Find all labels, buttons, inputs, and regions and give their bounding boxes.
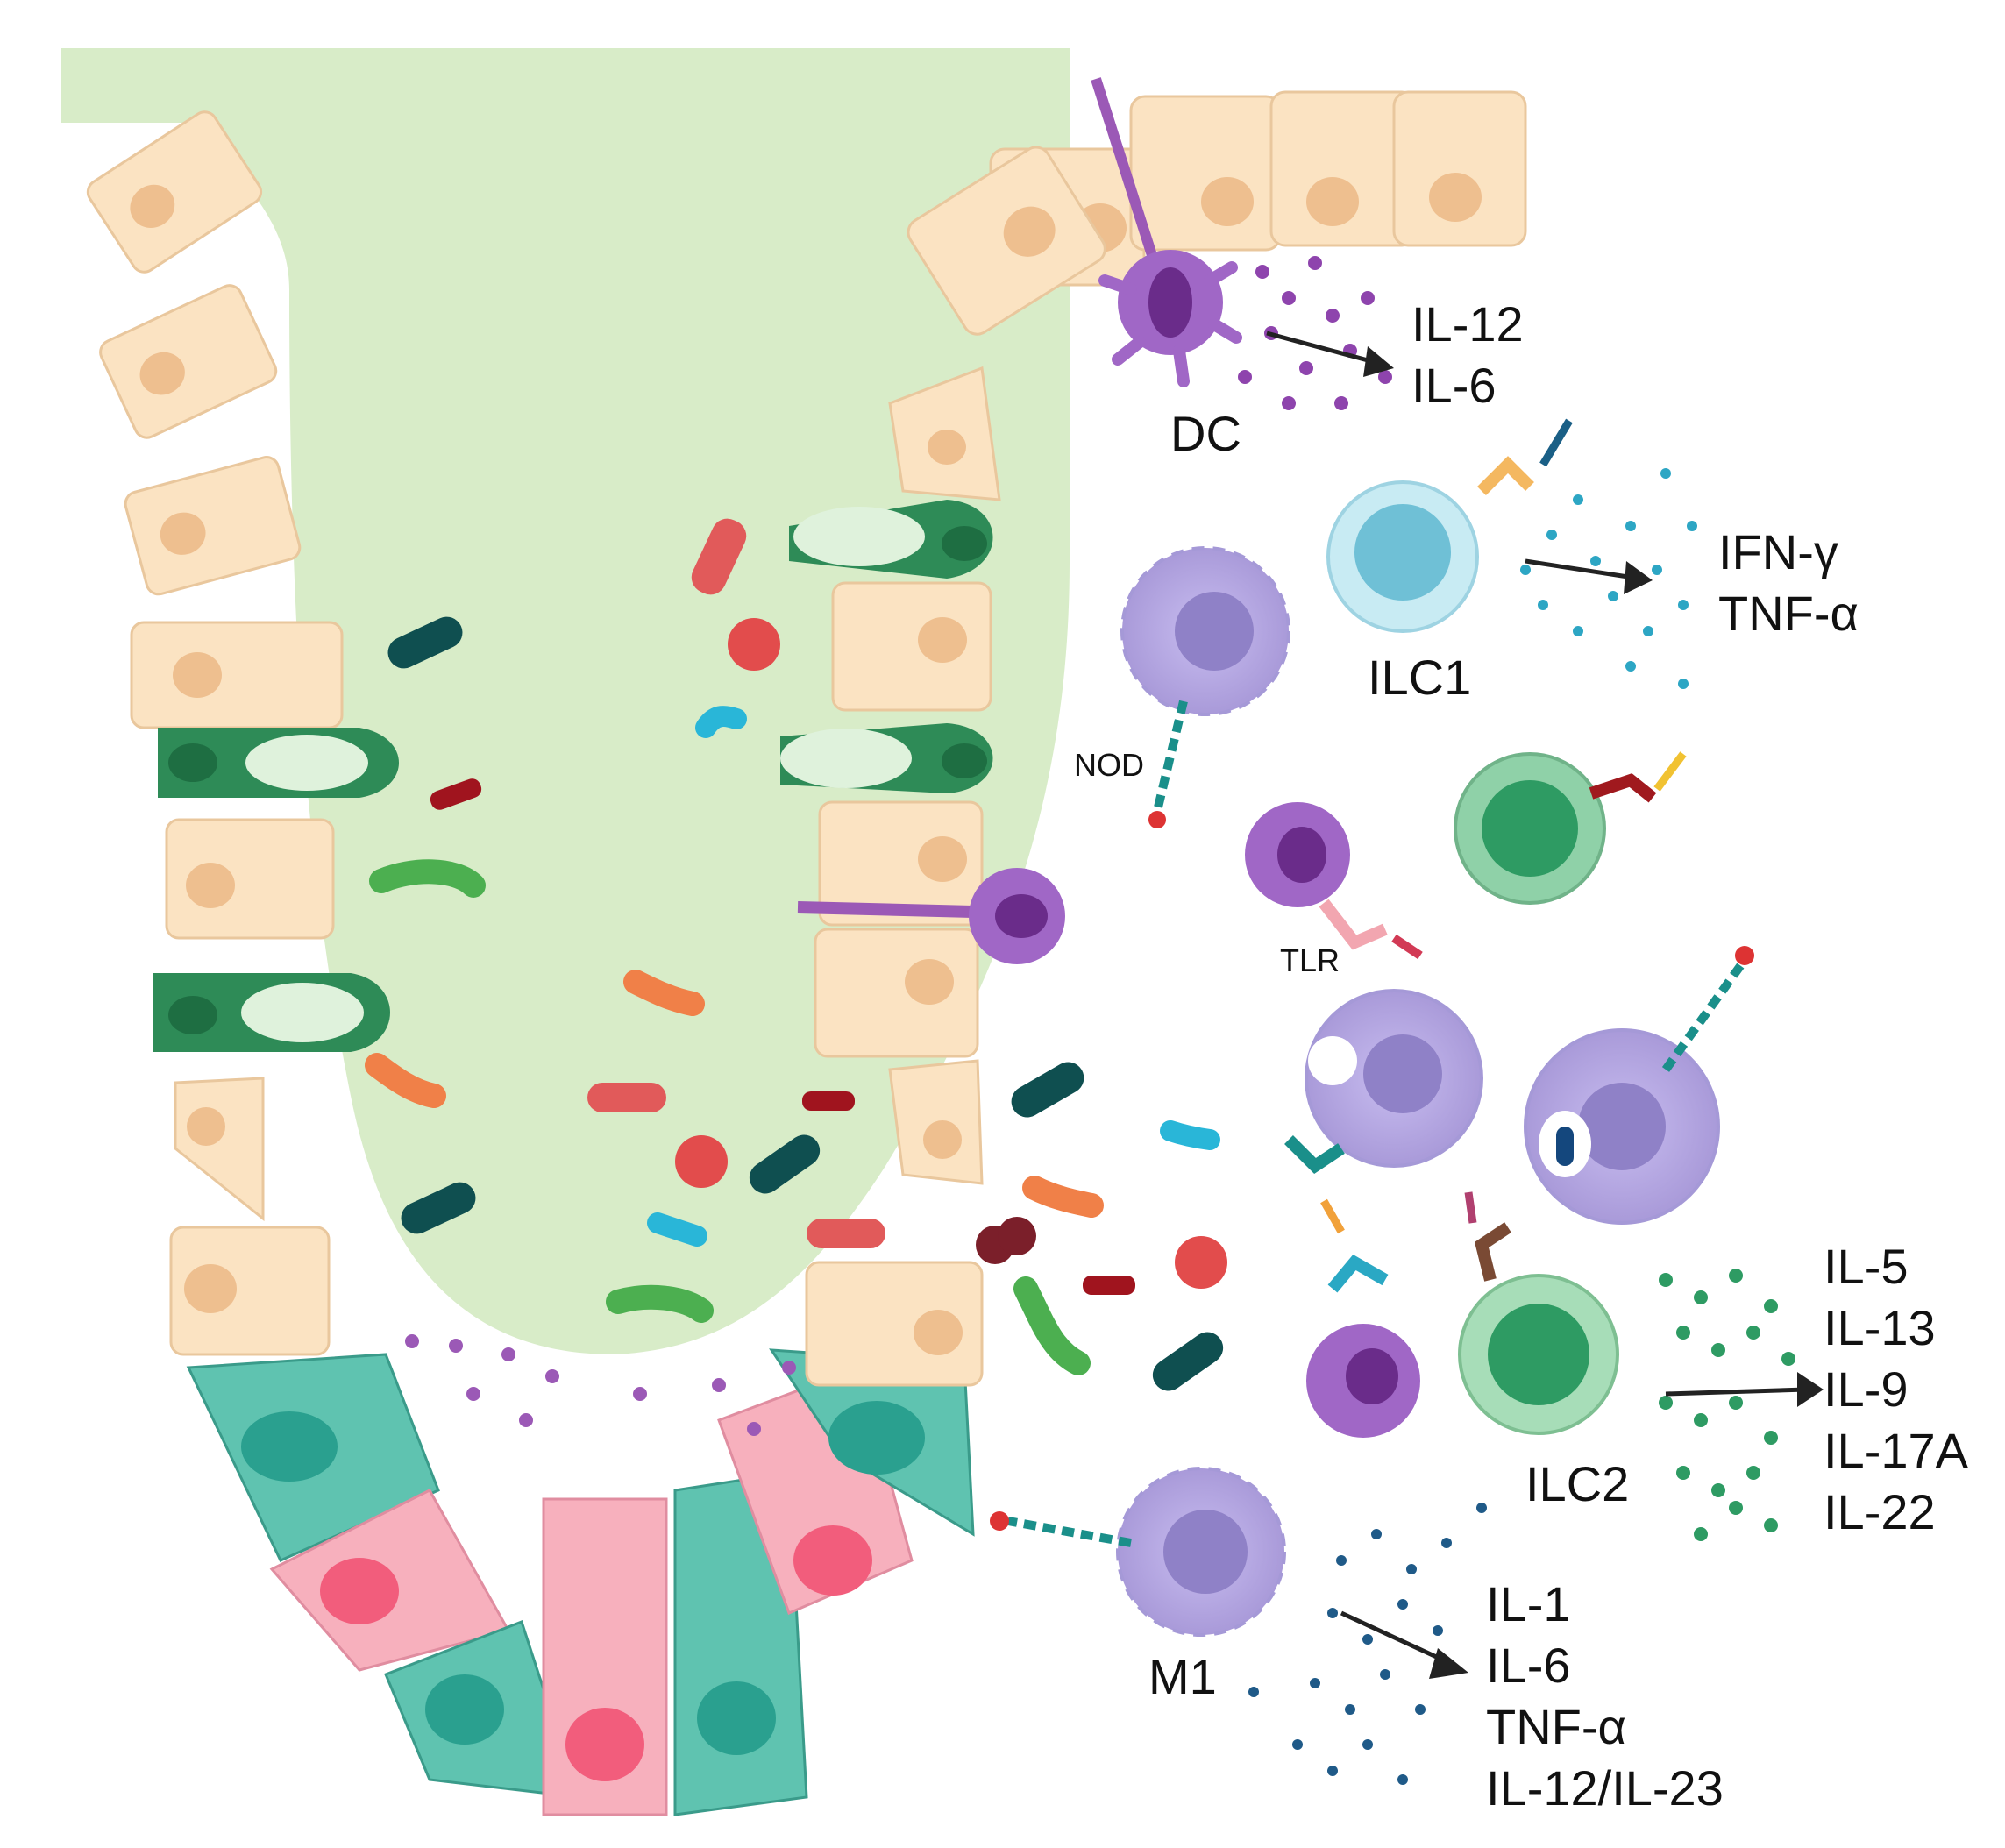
green-cell [1454,751,1687,905]
cytokine: IFN-γ [1718,524,1838,579]
cytokine: IL-1 [1486,1576,1571,1631]
dc-label: DC [1170,406,1241,461]
cytokine: IL-9 [1824,1361,1909,1417]
dc-arrow [1266,331,1382,366]
ilc1-cell [1326,418,1573,633]
cytokine: IL-12 [1411,296,1524,352]
cytokine: IL-22 [1824,1484,1936,1539]
tlr-label: TLR [1280,942,1340,978]
nod-label: NOD [1074,747,1144,783]
crypt-base [186,1334,975,1816]
dc-cell-mid [1245,802,1423,960]
right-epithelium [780,90,1527,1387]
bacteria [365,518,1227,1391]
m1-label: M1 [1148,1649,1217,1704]
macrophage-right [1524,946,1754,1225]
ilc1-cytokine-dots [1520,468,1697,689]
ilc2-label: ILC2 [1525,1456,1630,1511]
ilc2-cytokines: IL-5 IL-13 IL-9 IL-17A IL-22 [1824,1236,1968,1543]
dc-arrow-head [1363,346,1394,377]
cytokine: IL-13 [1824,1300,1936,1355]
m1-cytokine-dots [1248,1503,1487,1785]
ilc2-arrow-head [1797,1372,1824,1407]
cytokine: TNF-α [1486,1699,1626,1754]
dc-cytokines: IL-12 IL-6 [1411,294,1524,416]
ilc2-arrow [1665,1387,1807,1397]
dc-cytokine-dots [1238,256,1392,410]
ilc1-arrow [1525,558,1640,581]
macrophage-top [1120,546,1290,828]
dc-cell-lower [1306,1198,1420,1438]
ilc1-arrow-head [1624,561,1653,594]
dc-epithelial [797,868,1065,964]
left-epithelium [86,110,399,1356]
dc-cell [1091,77,1242,387]
cytokine: IL-17A [1824,1423,1968,1478]
ilc1-cytokines: IFN-γ TNF-α [1718,522,1859,644]
m1-arrow-head [1429,1648,1468,1679]
m1-cytokines: IL-1 IL-6 TNF-α IL-12/IL-23 [1486,1574,1724,1819]
macrophage-mid [1284,989,1483,1175]
ilc1-label: ILC1 [1368,650,1472,705]
cytokine: TNF-α [1718,586,1859,641]
ilc2-cell [1458,1191,1619,1435]
m1-cell [990,1467,1286,1637]
cytokine: IL-5 [1824,1239,1909,1294]
cytokine: IL-6 [1411,358,1497,413]
ilc2-cytokine-dots [1659,1269,1795,1541]
cytokine: IL-6 [1486,1638,1571,1693]
cytokine: IL-12/IL-23 [1486,1760,1724,1816]
